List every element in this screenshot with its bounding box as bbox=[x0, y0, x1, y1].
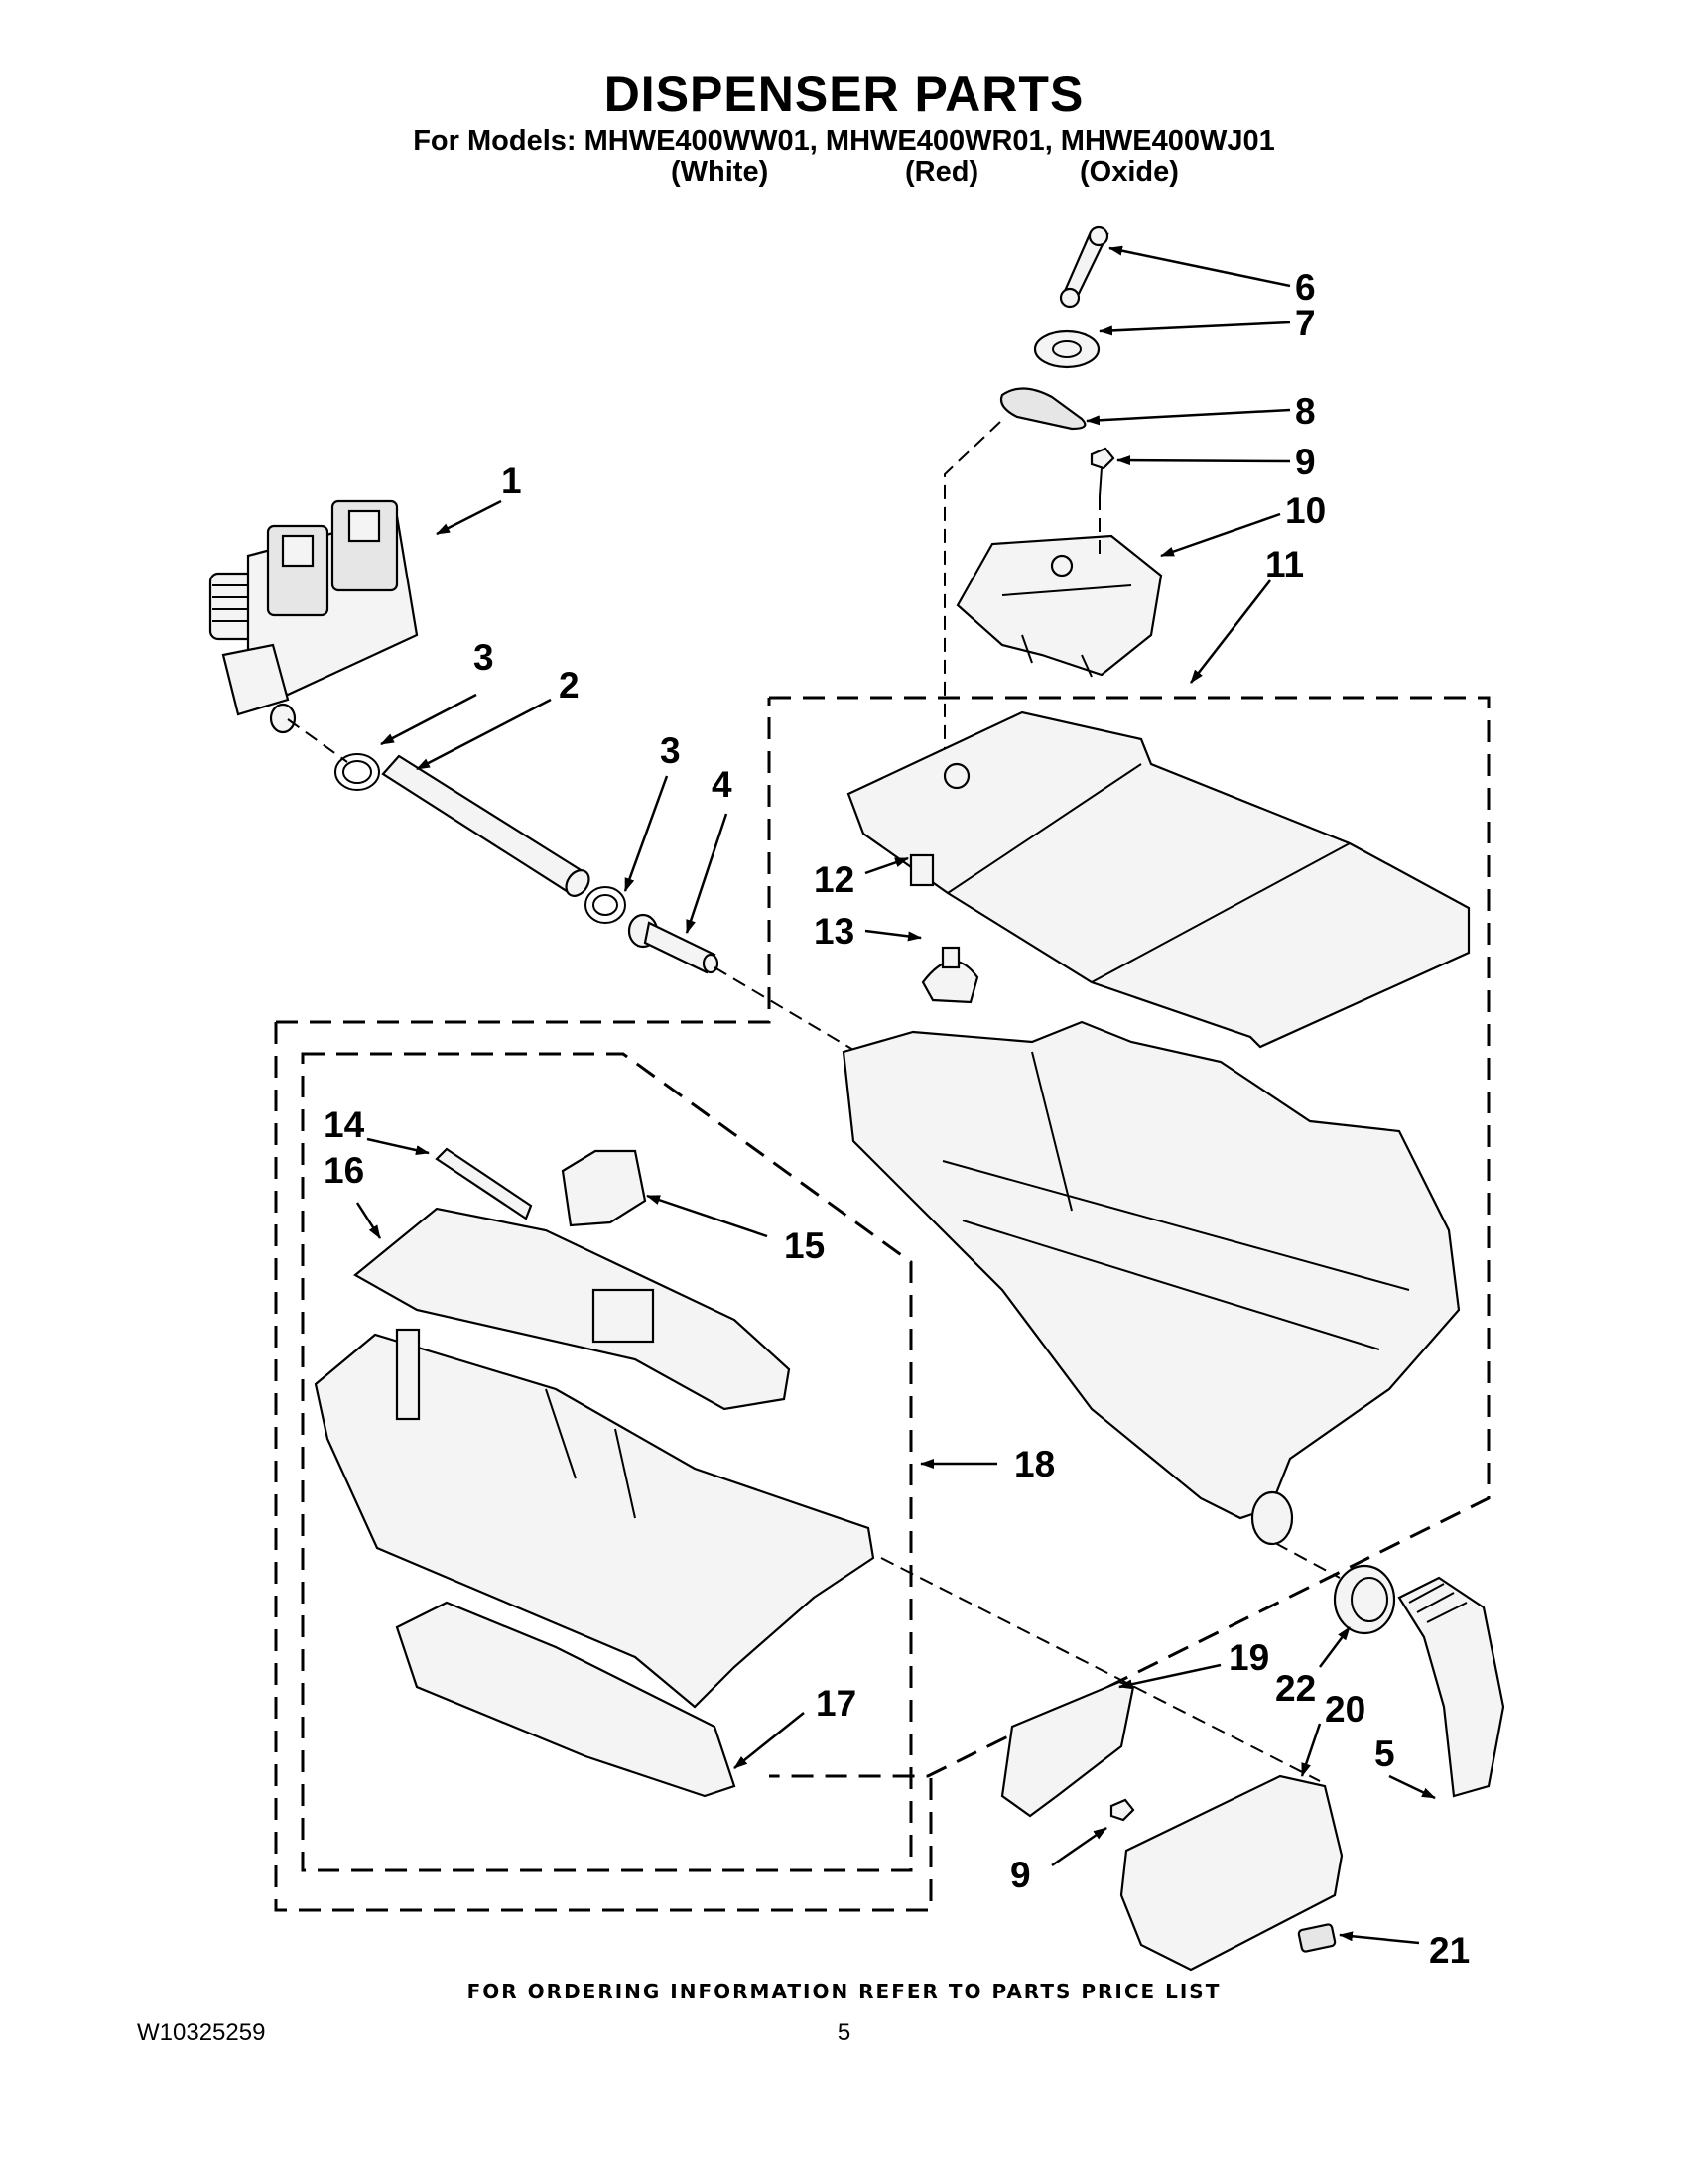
callout-7: 7 bbox=[1295, 303, 1316, 343]
group-box-inner bbox=[301, 1052, 913, 1872]
callout-1: 1 bbox=[501, 460, 522, 501]
color-label-red: (Red) bbox=[905, 156, 979, 188]
callout-10: 10 bbox=[1285, 490, 1326, 531]
callout-3b: 3 bbox=[660, 730, 681, 771]
callout-14: 14 bbox=[324, 1104, 365, 1145]
color-label-oxide: (Oxide) bbox=[1080, 156, 1179, 188]
part-3-clamp-b bbox=[584, 886, 626, 924]
callout-8: 8 bbox=[1295, 391, 1316, 432]
part-8-gasket bbox=[999, 387, 1087, 431]
ordering-note: FOR ORDERING INFORMATION REFER TO PARTS … bbox=[466, 1980, 1222, 2003]
group-box-11 bbox=[769, 696, 1491, 1778]
part-6-link-arm bbox=[1059, 225, 1109, 309]
callout-2: 2 bbox=[559, 665, 580, 706]
part-14-latch bbox=[435, 1147, 533, 1220]
part-9-screw-a bbox=[1090, 447, 1115, 497]
part-5-bellows-hose bbox=[1397, 1576, 1505, 1798]
part-17-tray bbox=[395, 1601, 736, 1798]
callout-3a: 3 bbox=[473, 637, 494, 678]
callout-22: 22 bbox=[1275, 1668, 1316, 1709]
callout-16: 16 bbox=[324, 1150, 364, 1191]
part-12-top-cover bbox=[846, 710, 1471, 1049]
part-10-actuator bbox=[956, 534, 1163, 678]
callout-12: 12 bbox=[814, 859, 854, 900]
callout-11: 11 bbox=[1265, 544, 1304, 584]
models-line: For Models: MHWE400WW01, MHWE400WR01, MH… bbox=[413, 125, 1275, 157]
part-1-inlet-valve bbox=[208, 499, 419, 734]
callout-9a: 9 bbox=[1295, 442, 1316, 482]
callout-numbers: 1 3 2 3 4 6 7 8 9 10 11 12 13 14 16 15 1… bbox=[324, 267, 1470, 1971]
callout-18: 18 bbox=[1014, 1444, 1055, 1484]
part-19-bracket bbox=[1000, 1680, 1135, 1818]
page-title: DISPENSER PARTS bbox=[603, 66, 1085, 122]
callout-19: 19 bbox=[1229, 1637, 1269, 1678]
part-15-siphon-cap bbox=[561, 1149, 647, 1227]
part-9-screw-b bbox=[1109, 1798, 1135, 1822]
callout-6: 6 bbox=[1295, 267, 1316, 308]
dispenser-housing bbox=[842, 1020, 1461, 1546]
page-number: 5 bbox=[837, 2019, 851, 2046]
callout-4: 4 bbox=[712, 764, 732, 805]
leader-lines bbox=[355, 245, 1436, 1945]
document-number: W10325259 bbox=[137, 2019, 266, 2046]
part-4-nozzle bbox=[627, 913, 719, 974]
part-13-knob bbox=[921, 946, 979, 1004]
part-7-cam bbox=[1033, 329, 1101, 369]
callout-21: 21 bbox=[1429, 1930, 1470, 1971]
part-20-cover bbox=[1119, 1774, 1344, 1972]
part-22-seal-ring bbox=[1333, 1564, 1396, 1635]
color-label-white: (White) bbox=[671, 156, 769, 188]
group-box-18 bbox=[274, 698, 933, 1912]
part-16-drawer bbox=[314, 1207, 875, 1709]
callout-17: 17 bbox=[816, 1683, 856, 1724]
callout-15: 15 bbox=[784, 1225, 825, 1266]
callout-13: 13 bbox=[814, 911, 854, 952]
callout-20: 20 bbox=[1325, 1689, 1365, 1730]
callout-5: 5 bbox=[1374, 1734, 1395, 1774]
part-21-clip bbox=[1297, 1923, 1337, 1953]
callout-9b: 9 bbox=[1010, 1855, 1031, 1895]
part-2-hose bbox=[381, 754, 590, 897]
part-3-clamp-a bbox=[334, 753, 380, 791]
